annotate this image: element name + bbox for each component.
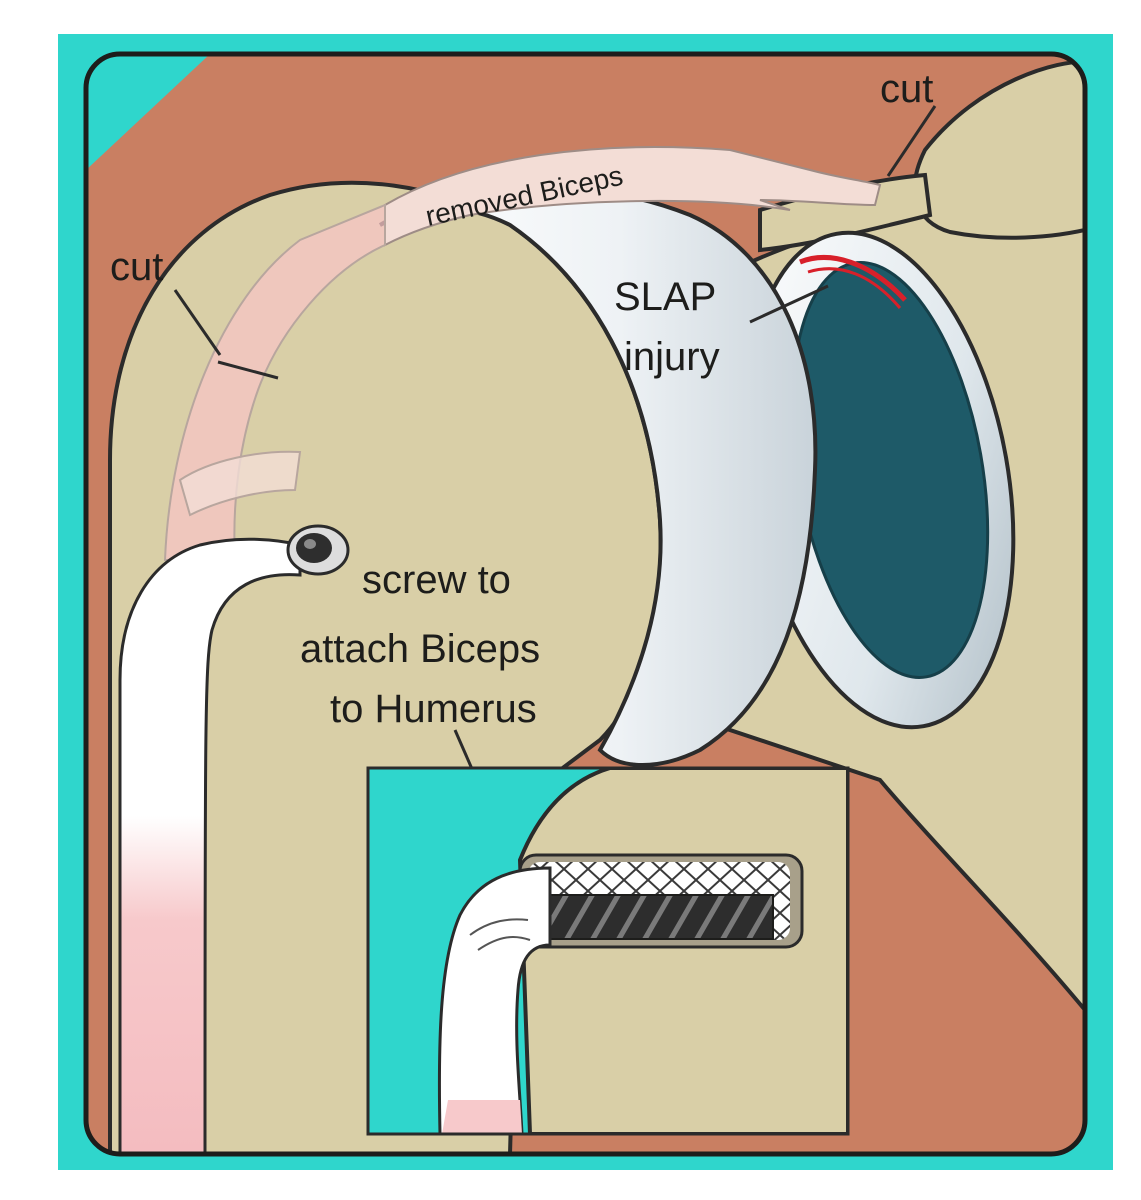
inset-detail — [366, 766, 850, 1136]
screw-icon — [286, 524, 350, 576]
inset-screw — [527, 894, 774, 940]
label-cut-left: cut — [110, 245, 163, 289]
tendon-stub — [178, 450, 302, 517]
label-cut-top: cut — [880, 67, 933, 111]
cut-line-left — [217, 360, 279, 380]
inset-bone — [517, 768, 848, 1134]
reattached-biceps-tendon — [118, 537, 302, 1154]
leader-cut-left — [173, 289, 222, 356]
label-slap-line2: injury — [624, 335, 720, 379]
label-slap-line1: SLAP — [614, 275, 716, 319]
label-screw-line1: screw to — [362, 558, 511, 602]
leader-cut-top — [886, 105, 937, 177]
slap-injury-mark — [799, 255, 907, 302]
inset-tendon — [437, 866, 552, 1134]
humeral-head — [378, 185, 818, 767]
label-screw-line3: to Humerus — [330, 687, 537, 731]
slap-injury-mark-2 — [807, 267, 902, 309]
leader-slap — [749, 284, 829, 324]
removed-biceps-tendon — [384, 146, 882, 247]
inner-frame — [83, 51, 1088, 1157]
label-screw-line2: attach Biceps — [300, 627, 540, 671]
